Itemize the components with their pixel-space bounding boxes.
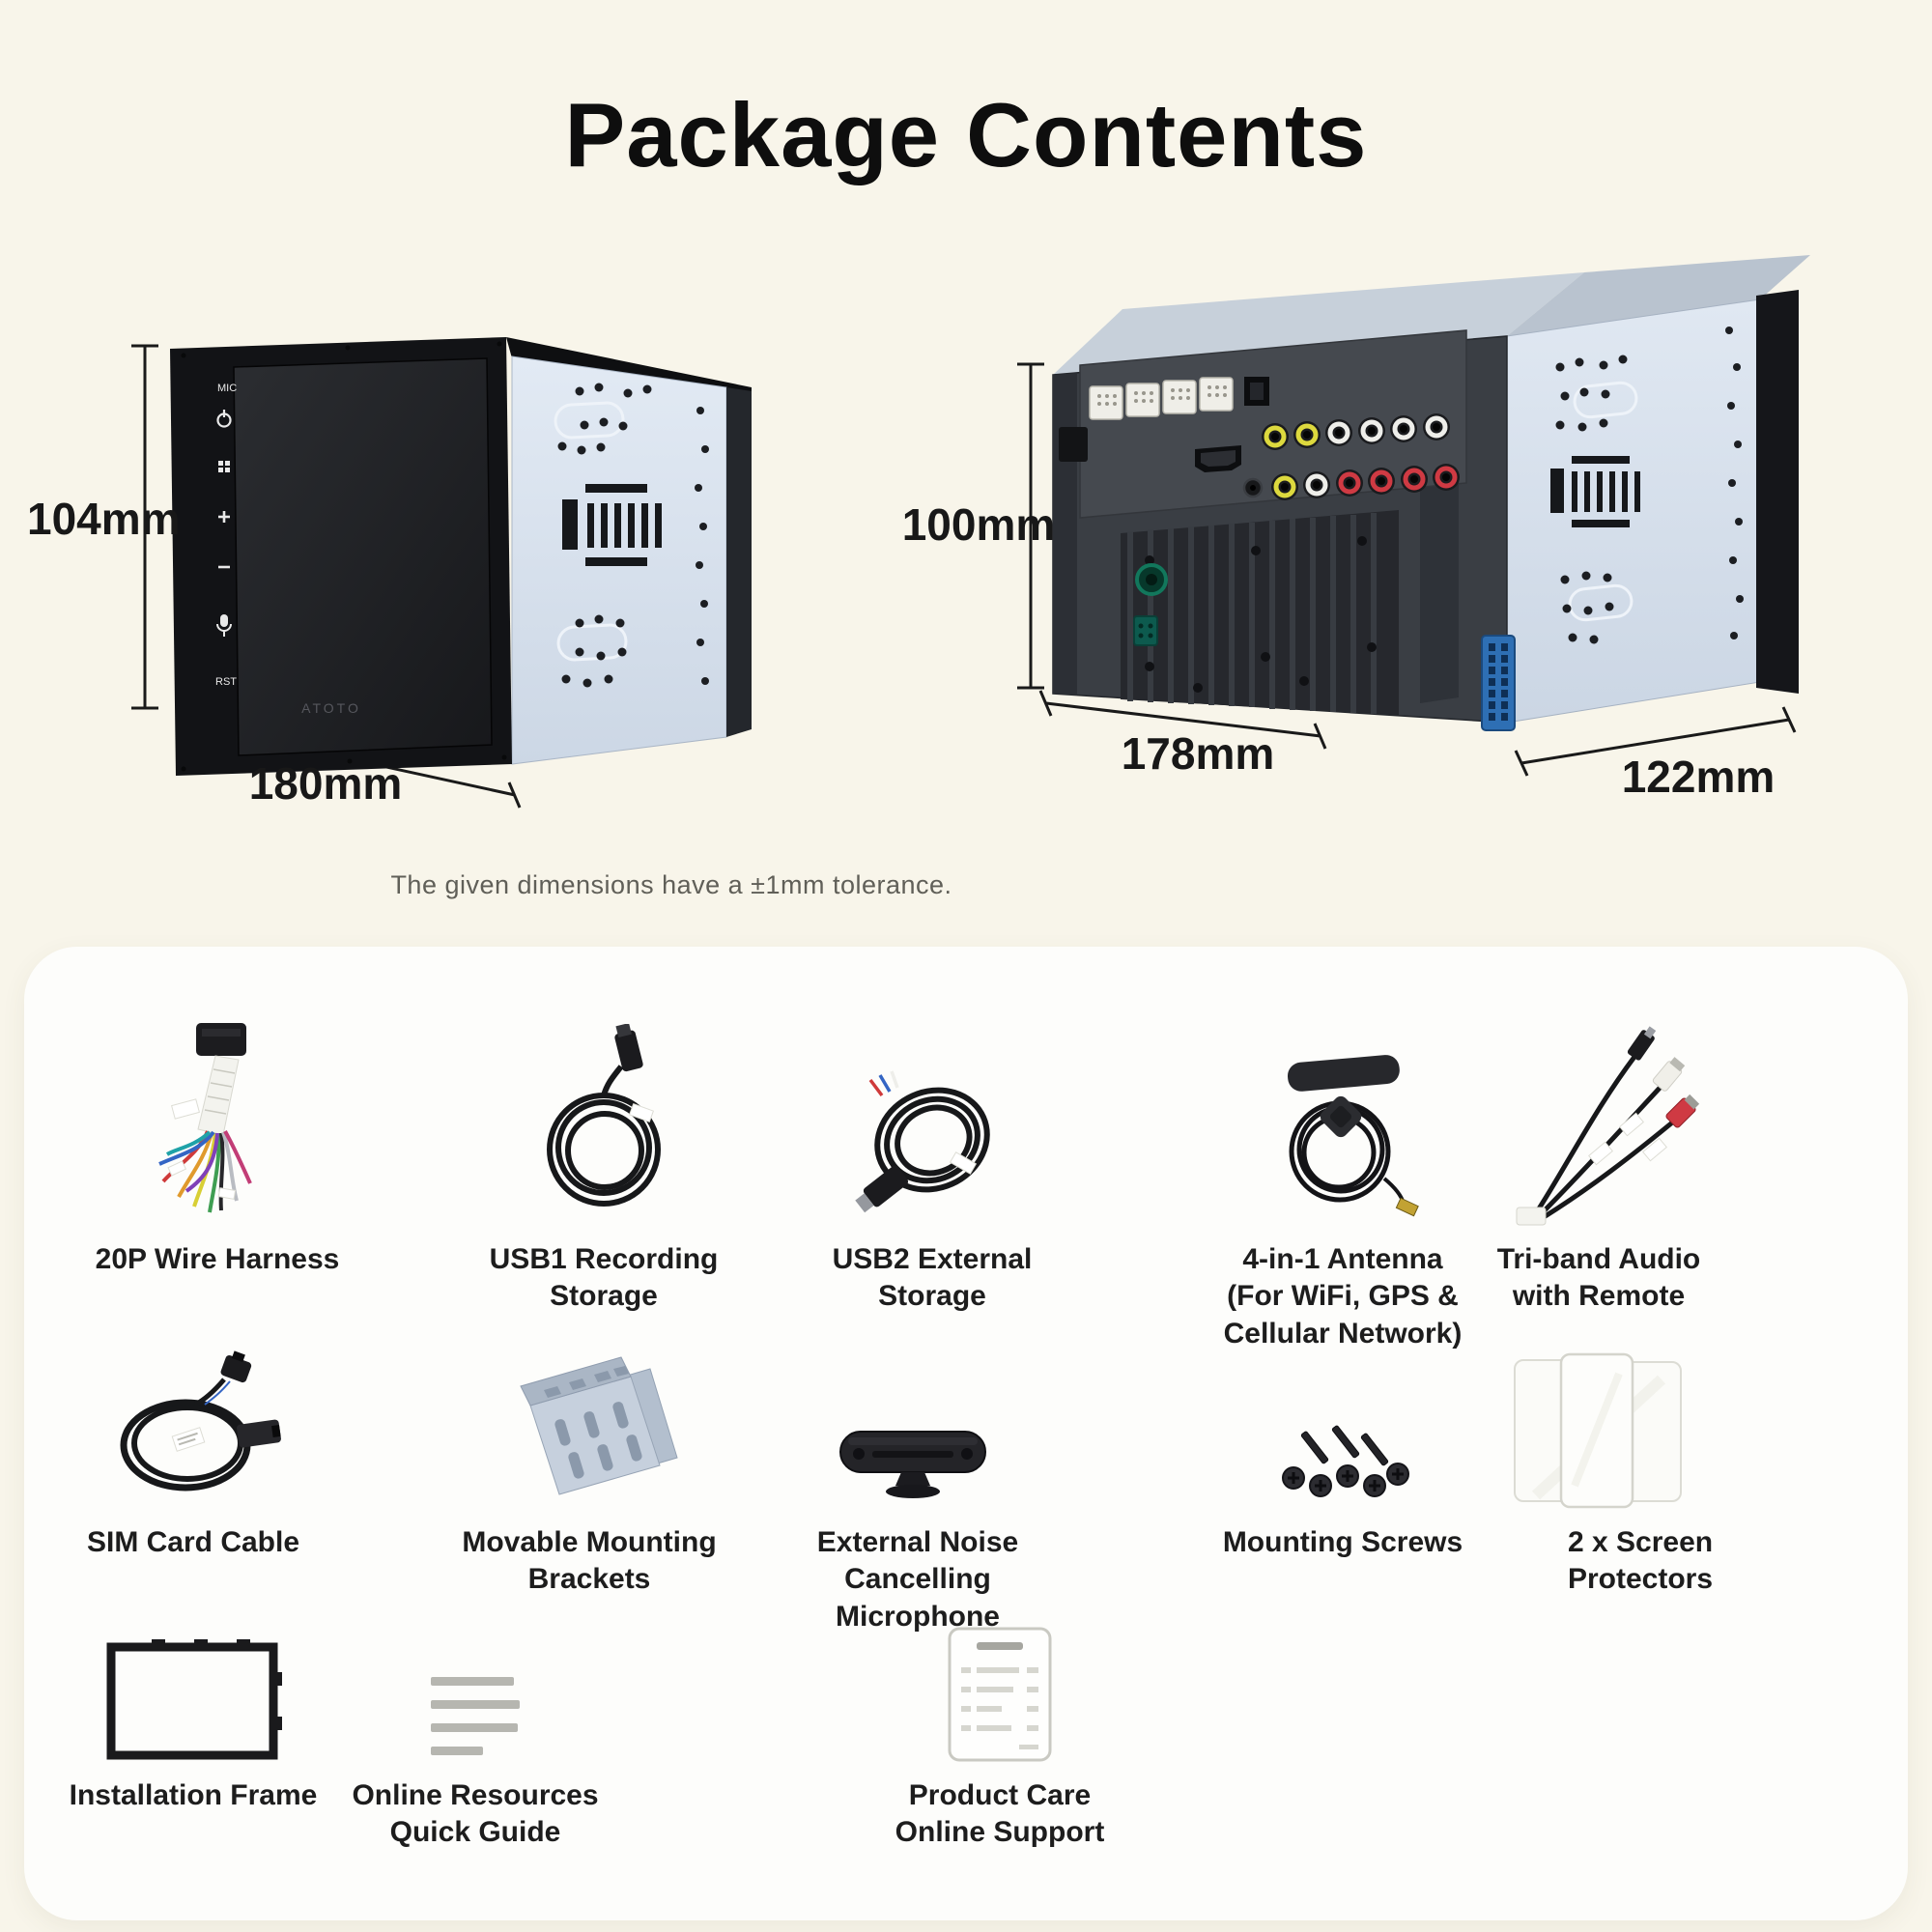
- power-plug-connector: [1133, 615, 1158, 646]
- rca-splitter-icon: [1516, 1026, 1700, 1226]
- power-icon: [216, 410, 232, 428]
- accessory-wire-harness: 20P Wire Harness: [72, 1014, 362, 1278]
- support-card-icon: [948, 1627, 1052, 1762]
- accessory-label: SIM Card Cable: [86, 1526, 300, 1558]
- document-lines-icon: [431, 1677, 520, 1755]
- mic-button-label: MIC: [217, 383, 237, 394]
- mic-input-jack: [1242, 477, 1264, 498]
- accessory-microphone: External Noise Cancelling Microphone: [773, 1325, 1063, 1635]
- accessory-label: Product Care Online Support: [895, 1779, 1105, 1849]
- rear-depth-dimension: 122mm: [1621, 752, 1776, 802]
- apps-grid-icon: [218, 461, 230, 472]
- rear-unit-image: [1017, 255, 1810, 777]
- accessory-label: 4-in-1 Antenna (For WiFi, GPS & Cellular…: [1223, 1243, 1463, 1350]
- front-bezel-edge: [1756, 290, 1799, 694]
- front-unit-image: MIC: [131, 337, 752, 809]
- rear-connector-panel: [1052, 329, 1516, 731]
- hdmi-port: [1195, 445, 1241, 472]
- wire-harness-icon: [158, 1023, 252, 1213]
- page-title: Package Contents: [564, 84, 1368, 185]
- accessory-label: Online Resources Quick Guide: [352, 1779, 599, 1849]
- accessory-label: Mounting Screws: [1222, 1526, 1463, 1558]
- accessory-resources: Online Resources Quick Guide: [330, 1615, 620, 1852]
- antenna-coil-icon: [1287, 1055, 1419, 1217]
- rear-depth-dimension-line: [1514, 706, 1797, 777]
- rear-width-dimension-line: [1038, 690, 1327, 750]
- accessory-protectors: 2 x Screen Protectors: [1454, 1325, 1744, 1599]
- accessory-sim-cable: SIM Card Cable: [48, 1325, 338, 1561]
- accessory-care: Product Care Online Support: [855, 1615, 1145, 1852]
- aux-block-port: [1059, 427, 1088, 462]
- accessory-screws: Mounting Screws: [1198, 1325, 1488, 1561]
- side-button-column: MIC: [215, 383, 237, 688]
- front-unit-figure: MIC: [29, 246, 763, 816]
- rear-height-dimension: 100mm: [901, 499, 1056, 550]
- accessory-label: USB2 External Storage: [832, 1243, 1033, 1313]
- unit-top-face: [1053, 272, 1584, 375]
- rear-chassis-side: [1506, 298, 1761, 724]
- accessory-label: Tri-band Audio with Remote: [1496, 1243, 1701, 1313]
- rst-button-label: RST: [215, 676, 237, 688]
- front-height-dimension-line: [131, 344, 158, 710]
- rear-height-dimension-line: [1017, 362, 1044, 690]
- radio-antenna-connector: [1135, 563, 1168, 596]
- rear-unit-figure: [840, 242, 1816, 821]
- usb-cable-coil-icon: [855, 1070, 990, 1213]
- accessory-brackets: Movable Mounting Brackets: [444, 1325, 734, 1599]
- tolerance-note: The given dimensions have a ±1mm toleran…: [390, 870, 952, 899]
- atoto-brand-logo: ATOTO: [301, 700, 361, 716]
- rca-jacks-bottom-row: [1271, 464, 1460, 500]
- accessory-label: Movable Mounting Brackets: [462, 1526, 717, 1596]
- accessory-usb1: USB1 Recording Storage: [459, 1014, 749, 1316]
- accessory-label: 20P Wire Harness: [95, 1243, 340, 1275]
- accessory-label: 2 x Screen Protectors: [1568, 1526, 1714, 1596]
- mounting-bracket-icon: [520, 1356, 678, 1495]
- accessory-label: Installation Frame: [69, 1779, 318, 1811]
- accessory-label: USB1 Recording Storage: [489, 1243, 719, 1313]
- accessory-antenna: 4-in-1 Antenna (For WiFi, GPS & Cellular…: [1198, 1014, 1488, 1352]
- front-width-dimension: 180mm: [248, 758, 403, 809]
- front-screen-panel: MIC: [170, 337, 512, 776]
- rear-width-dimension: 178mm: [1121, 728, 1275, 779]
- usb-cable-coil-icon: [547, 1024, 661, 1207]
- screws-icon: [1282, 1425, 1409, 1497]
- voice-mic-icon: [216, 614, 232, 637]
- heatsink-fins: [1121, 510, 1399, 715]
- accessory-label: External Noise Cancelling Microphone: [816, 1526, 1019, 1633]
- wiring-connector-ports: [1089, 377, 1234, 420]
- front-height-dimension: 104mm: [27, 494, 181, 544]
- screen-protectors-icon: [1514, 1352, 1682, 1509]
- front-chassis-sleeve: [511, 355, 752, 765]
- volume-plus-icon: [218, 511, 230, 523]
- accessory-triband-audio: Tri-band Audio with Remote: [1454, 1014, 1744, 1316]
- accessory-usb2: USB2 External Storage: [787, 1014, 1077, 1316]
- rca-jacks-top-row: [1262, 413, 1450, 450]
- microphone-bar-icon: [839, 1431, 986, 1498]
- installation-frame-icon: [106, 1639, 282, 1760]
- unit-top-face-right: [1507, 255, 1810, 336]
- sim-cable-icon: [120, 1350, 281, 1492]
- accessory-frame: Installation Frame: [48, 1615, 338, 1814]
- blue-harness-connector: [1481, 635, 1516, 731]
